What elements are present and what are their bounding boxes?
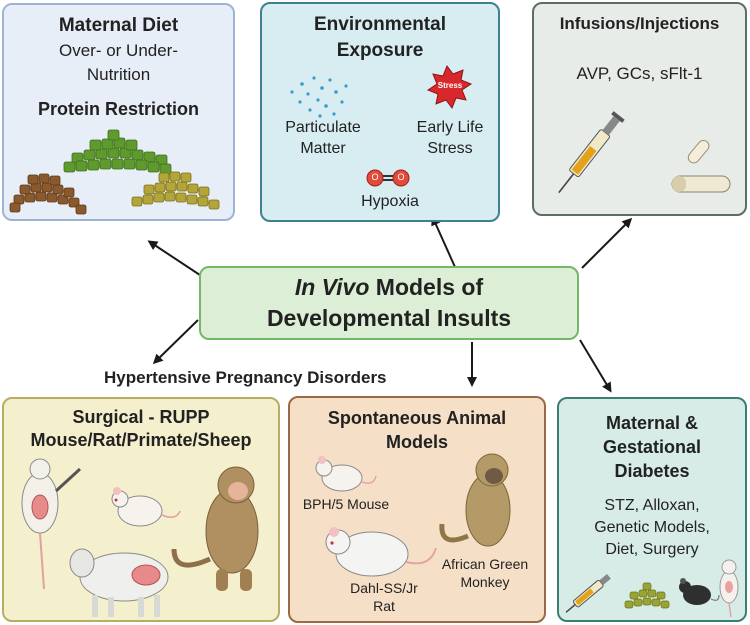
syringe-icon	[565, 573, 611, 613]
mouse-icon	[315, 456, 377, 492]
infusions-agents: AVP, GCs, sFlt-1	[576, 64, 703, 83]
monkey-icon	[439, 453, 511, 547]
oxygen-right-label: O	[397, 172, 405, 182]
center-title-italic: In Vivo	[294, 274, 370, 300]
mouse-icon	[679, 578, 720, 605]
arrow-to-infusions	[581, 217, 633, 269]
spontaneous-animal-icons	[315, 453, 511, 577]
arrow-to-diabetes	[579, 339, 612, 393]
particulate-dots-icon	[290, 76, 348, 118]
maternal-diet-subtitle: Protein Restriction	[37, 99, 200, 119]
arrow-to-hypertensive	[152, 319, 199, 365]
stress-burst-icon	[426, 64, 473, 110]
oxygen-left-label: O	[371, 172, 379, 182]
rat-surgery-icon	[21, 458, 82, 590]
environment-box: Environmental Exposure Stress O O Partic…	[260, 2, 500, 222]
food-pellets-icon	[624, 582, 670, 609]
infusion-icons	[558, 111, 731, 194]
rat-icon	[719, 559, 739, 618]
african-green-monkey-line1: African Green	[441, 556, 529, 572]
monkey-icon	[171, 466, 259, 591]
diabetes-line3: Diet, Surgery	[605, 541, 699, 558]
african-green-monkey-line2: Monkey	[460, 574, 510, 590]
osmotic-pump-icon	[671, 175, 731, 193]
center-title-line1: In Vivo Models of	[201, 274, 577, 301]
diabetes-title-line2: Gestational	[602, 437, 702, 457]
rat-icon	[325, 527, 437, 577]
diabetes-icons	[565, 559, 739, 618]
particulate-matter-line2: Matter	[300, 140, 346, 157]
diabetes-line2: Genetic Models,	[594, 519, 710, 536]
maternal-diet-line2: Nutrition	[86, 65, 151, 84]
infusions-title: Infusions/Injections	[559, 14, 720, 33]
early-life-stress-line1: Early Life	[416, 119, 484, 136]
particulate-matter-line1: Particulate	[285, 119, 361, 136]
infusions-box: Infusions/Injections AVP, GCs, sFlt-1	[532, 2, 747, 216]
spontaneous-title-line2: Models	[385, 432, 448, 452]
capsule-icon	[687, 139, 710, 164]
environment-icons	[290, 64, 473, 187]
environment-title-line2: Exposure	[336, 40, 424, 61]
surgical-box: Surgical - RUPP Mouse/Rat/Primate/Sheep	[2, 397, 280, 622]
diabetes-title-line1: Maternal &	[605, 413, 699, 433]
maternal-diet-box: Maternal Diet Over- or Under- Nutrition …	[2, 3, 235, 221]
environment-title-line1: Environmental	[314, 14, 446, 35]
syringe-icon	[558, 111, 625, 194]
early-life-stress-line2: Stress	[427, 140, 473, 157]
bph5-mouse-label: BPH/5 Mouse	[302, 496, 390, 512]
spontaneous-box: Spontaneous Animal Models BPH/5 Mouse Da…	[288, 396, 546, 623]
spontaneous-title-line1: Spontaneous Animal	[327, 408, 507, 428]
center-title-rest: Models of	[369, 274, 484, 300]
food-pellets-icon	[9, 129, 220, 215]
stress-badge-label: Stress	[437, 81, 463, 90]
mouse-icon	[111, 487, 181, 527]
hypoxia-label: Hypoxia	[361, 193, 419, 210]
diabetes-box: Maternal & Gestational Diabetes STZ, All…	[557, 397, 747, 622]
dahl-rat-label-line1: Dahl-SS/Jr	[350, 580, 418, 596]
hypertensive-label: Hypertensive Pregnancy Disorders	[104, 368, 387, 387]
oxygen-molecule-icon	[366, 169, 410, 187]
surgical-title-line1: Surgical - RUPP	[72, 407, 210, 427]
diabetes-title-line3: Diabetes	[614, 461, 690, 481]
center-title-line2: Developmental Insults	[266, 305, 512, 331]
diabetes-line1: STZ, Alloxan,	[604, 497, 700, 514]
center-box: In Vivo Models of Developmental Insults	[199, 266, 579, 340]
surgical-animal-icons	[21, 458, 259, 617]
surgical-title-line2: Mouse/Rat/Primate/Sheep	[30, 430, 252, 450]
sheep-icon	[69, 548, 169, 617]
maternal-diet-title: Maternal Diet	[58, 15, 179, 36]
dahl-rat-label-line2: Rat	[373, 598, 395, 614]
arrow-to-environment	[431, 215, 456, 268]
maternal-diet-line1: Over- or Under-	[58, 41, 179, 60]
